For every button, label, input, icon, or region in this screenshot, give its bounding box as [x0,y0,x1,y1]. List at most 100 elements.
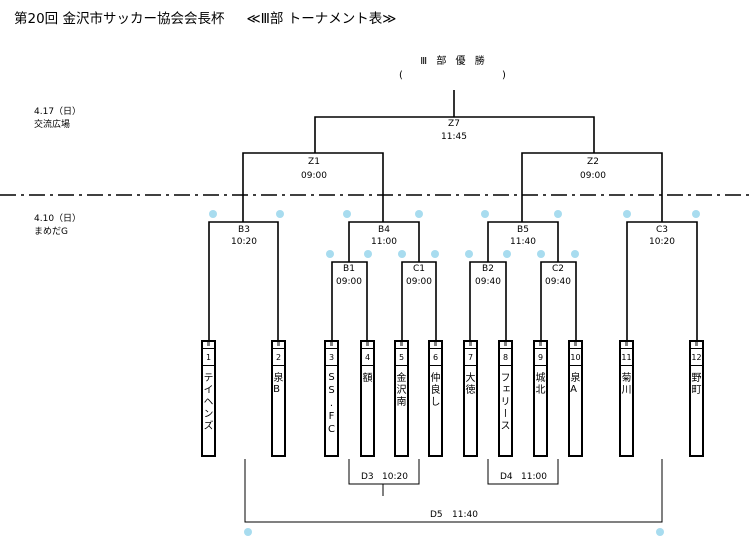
bracket-line-c1 [401,261,437,340]
bracket-line-d4 [487,459,559,485]
match-z7-id: Z7 [448,119,460,129]
title-sub: ≪Ⅲ部 トーナメント表≫ [246,11,397,27]
early-date: 4.10（日） [34,214,82,224]
team-division: Ⅲ [273,342,284,349]
team-number: 7 [467,353,474,362]
marker-dot [343,210,351,218]
team-name: 泉B [271,372,282,397]
marker-dot [465,250,473,258]
team-name: 大徳 [463,372,474,396]
team-box: Ⅲ 11 菊川 [619,340,634,457]
early-venue: まめだG [34,227,68,237]
team-box: Ⅲ 4 額 [360,340,375,457]
marker-dot [692,210,700,218]
team-number: 10 [570,353,581,362]
bracket-line-b1 [331,261,368,340]
team-division: Ⅲ [500,342,511,349]
match-z2-time: 09:00 [580,171,606,181]
marker-dot [398,250,406,258]
marker-dot [554,210,562,218]
bracket-line-c2 [540,261,577,340]
team-number: 8 [502,353,509,362]
match-z2-id: Z2 [587,157,599,167]
bracket-line-b2 [469,261,507,340]
team-division: Ⅲ [691,342,702,349]
team-name: 仲良し [428,372,439,408]
marker-dot [571,250,579,258]
match-z1-time: 09:00 [301,171,327,181]
bracket-line-d5 [244,459,663,523]
match-b3-time: 10:20 [231,237,257,247]
bracket-line-z2 [521,152,663,222]
team-box: Ⅲ 1 テイヘンズ [201,340,216,457]
match-d4-time: 11:00 [521,472,547,482]
team-number: 5 [398,353,405,362]
marker-dot [537,250,545,258]
team-division: Ⅲ [362,342,373,349]
match-b5-time: 11:40 [510,237,536,247]
bracket-line-b3 [208,221,279,340]
match-c1-id: C1 [412,264,426,274]
match-c2-time: 09:40 [545,277,571,287]
team-division: Ⅲ [326,342,337,349]
team-division: Ⅲ [396,342,407,349]
match-b1-time: 09:00 [336,277,362,287]
team-box: Ⅲ 5 金沢南 [394,340,409,457]
team-number: 2 [275,353,282,362]
champion-paren-close: ) [502,70,506,81]
team-division: Ⅲ [570,342,581,349]
team-name: テイヘンズ [201,372,212,432]
match-b5-id: B5 [517,225,529,235]
team-division: Ⅲ [465,342,476,349]
team-name: 金沢南 [394,372,405,408]
marker-dot [431,250,439,258]
marker-dot [209,210,217,218]
team-division: Ⅲ [430,342,441,349]
team-name: 菊川 [619,372,630,396]
title-main: 第20回 金沢市サッカー協会会長杯 [14,11,225,27]
bracket-line-d3 [348,459,420,485]
team-name: 城北 [533,372,544,396]
match-c2-id: C2 [551,264,565,274]
team-box: Ⅲ 10 泉A [568,340,583,457]
team-box: Ⅲ 2 泉B [271,340,286,457]
team-box: Ⅲ 9 城北 [533,340,548,457]
team-name: 額 [360,372,371,384]
marker-dot [364,250,372,258]
team-number: 3 [328,353,335,362]
match-z1-id: Z1 [308,157,320,167]
page-title: 第20回 金沢市サッカー協会会長杯 ≪Ⅲ部 トーナメント表≫ [14,7,396,27]
champion-paren-open: ( [399,70,403,81]
bracket-line-z7 [314,116,595,153]
match-c3-time: 10:20 [649,237,675,247]
team-division: Ⅲ [535,342,546,349]
marker-dot [326,250,334,258]
final-venue: 交流広場 [34,120,71,130]
champion-label: Ⅲ 部 優 勝 [420,56,488,67]
match-z7-time: 11:45 [441,132,467,142]
marker-dot [481,210,489,218]
match-b3-id: B3 [238,225,250,235]
match-b4-time: 11:00 [371,237,397,247]
marker-dot [623,210,631,218]
match-d4-id: D4 [500,472,513,482]
final-date: 4.17（日） [34,107,82,117]
team-box: Ⅲ 6 仲良し [428,340,443,457]
team-name: フェリース [498,372,509,432]
marker-dot [244,528,252,536]
team-name: 泉A [568,372,579,397]
match-b2-id: B2 [482,264,494,274]
team-name: 野町 [689,372,700,396]
team-number: 6 [432,353,439,362]
team-number: 12 [691,353,702,362]
match-d3-id: D3 [361,472,374,482]
team-division: Ⅲ [203,342,214,349]
match-b2-time: 09:40 [475,277,501,287]
team-box: Ⅲ 12 野町 [689,340,704,457]
marker-dot [415,210,423,218]
match-c3-id: C3 [655,225,669,235]
bracket-line-c3 [626,221,698,340]
match-b1-id: B1 [343,264,355,274]
team-division: Ⅲ [621,342,632,349]
